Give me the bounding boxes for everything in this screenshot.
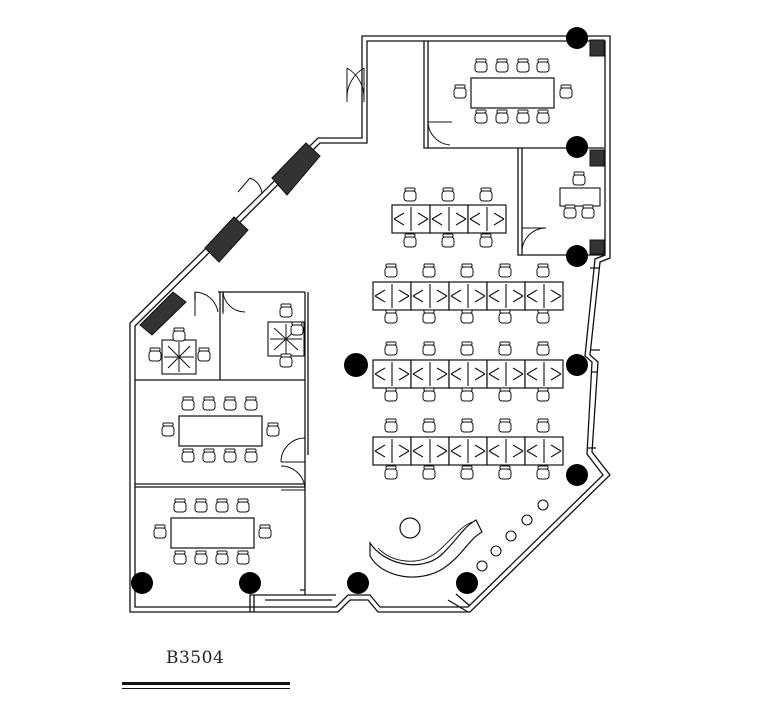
top-conference-table — [453, 58, 573, 124]
scale-rule-thick — [122, 682, 290, 685]
workstations-row-3 — [372, 341, 564, 402]
small-office-desk — [559, 171, 601, 219]
workstations-row-1 — [391, 187, 507, 248]
scale-rule-thin — [122, 688, 290, 689]
planter-circles — [476, 499, 549, 572]
reception-sofa — [369, 517, 483, 578]
doors — [194, 67, 547, 491]
workstations-row-2 — [372, 263, 564, 324]
glass-panels — [139, 39, 605, 336]
left-conference-table-2 — [153, 498, 272, 565]
unit-label: B3504 — [166, 648, 225, 668]
left-conference-table-1 — [161, 396, 280, 463]
walls — [129, 35, 611, 613]
workstations-row-4 — [372, 418, 564, 480]
middle-office-desk — [267, 303, 305, 368]
left-office-desk — [148, 327, 211, 375]
structural-columns — [131, 27, 588, 594]
